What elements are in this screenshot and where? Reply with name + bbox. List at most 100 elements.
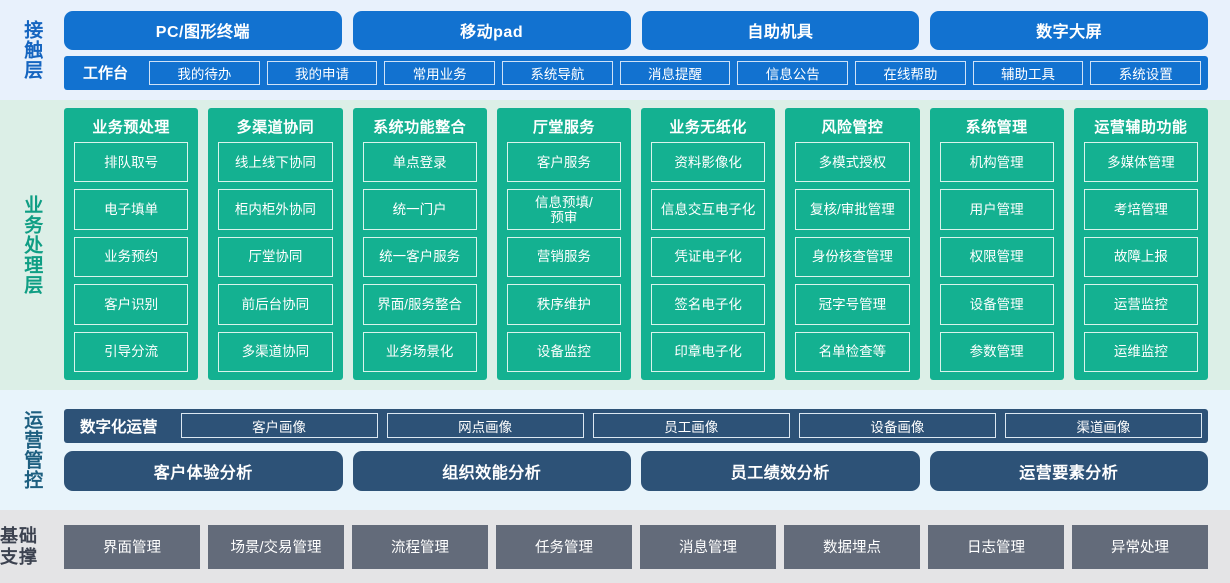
business-item[interactable]: 界面/服务整合 — [362, 284, 477, 325]
operations-layer-body: 数字化运营 客户画像 网点画像 员工画像 设备画像 渠道画像 客户体验分析 组织… — [62, 390, 1230, 510]
business-item[interactable]: 机构管理 — [939, 142, 1054, 183]
foundation-item-scenario-transaction-management[interactable]: 场景/交易管理 — [208, 524, 344, 569]
foundation-item-ui-management[interactable]: 界面管理 — [64, 524, 200, 569]
channel-item-mobile-pad[interactable]: 移动pad — [352, 10, 631, 50]
workbench-title: 工作台 — [83, 65, 129, 82]
business-item[interactable]: 排队取号 — [74, 142, 189, 183]
business-item[interactable]: 统一客户服务 — [362, 236, 477, 278]
digital-operations-title: 数字化运营 — [80, 418, 158, 436]
business-item[interactable]: 多模式授权 — [795, 142, 910, 183]
contact-layer-body: PC/图形终端 移动pad 自助机具 数字大屏 工作台 我的待办 我的申请 常用… — [62, 0, 1230, 100]
business-column-operation-support: 运营辅助功能 多媒体管理 考培管理 故障上报 运营监控 运维监控 — [1073, 108, 1208, 380]
business-item[interactable]: 冠字号管理 — [795, 284, 910, 325]
business-item[interactable]: 信息交互电子化 — [651, 189, 766, 230]
foundation-item-data-tracking[interactable]: 数据埋点 — [784, 524, 920, 569]
foundation-item-message-management[interactable]: 消息管理 — [640, 524, 776, 569]
business-column-items: 客户服务 信息预填/ 预审 营销服务 秩序维护 设备监控 — [506, 142, 621, 373]
business-item[interactable]: 厅堂协同 — [218, 236, 333, 278]
portrait-item-device[interactable]: 设备画像 — [798, 413, 996, 438]
business-item[interactable]: 资料影像化 — [651, 142, 766, 183]
business-item[interactable]: 运维监控 — [1083, 331, 1198, 373]
business-column-system-integration: 系统功能整合 单点登录 统一门户 统一客户服务 界面/服务整合 业务场景化 — [352, 108, 487, 380]
channel-item-digital-screen[interactable]: 数字大屏 — [930, 10, 1208, 50]
digital-operations-row: 数字化运营 客户画像 网点画像 员工画像 设备画像 渠道画像 — [64, 408, 1208, 443]
business-item[interactable]: 电子填单 — [74, 189, 189, 230]
business-item[interactable]: 设备监控 — [506, 331, 621, 373]
business-item[interactable]: 多媒体管理 — [1083, 142, 1198, 183]
business-item[interactable]: 设备管理 — [939, 284, 1054, 325]
channel-item-self-service[interactable]: 自助机具 — [641, 10, 920, 50]
business-item[interactable]: 运营监控 — [1083, 284, 1198, 325]
channel-row: PC/图形终端 移动pad 自助机具 数字大屏 — [64, 10, 1208, 50]
business-item[interactable]: 营销服务 — [506, 236, 621, 278]
business-item[interactable]: 客户服务 — [506, 142, 621, 183]
toolbar-item-message-reminder[interactable]: 消息提醒 — [619, 60, 731, 85]
business-item[interactable]: 线上线下协同 — [218, 142, 333, 183]
toolbar-item-system-settings[interactable]: 系统设置 — [1090, 60, 1202, 85]
business-item[interactable]: 权限管理 — [939, 236, 1054, 278]
business-item[interactable]: 前后台协同 — [218, 284, 333, 325]
business-item[interactable]: 引导分流 — [74, 331, 189, 373]
toolbar-item-auxiliary-tools[interactable]: 辅助工具 — [972, 60, 1084, 85]
business-column-paperless: 业务无纸化 资料影像化 信息交互电子化 凭证电子化 签名电子化 印章电子化 — [641, 108, 776, 380]
foundation-item-exception-handling[interactable]: 异常处理 — [1072, 524, 1208, 569]
business-item[interactable]: 签名电子化 — [651, 284, 766, 325]
business-item[interactable]: 客户识别 — [74, 284, 189, 325]
toolbar-item-system-navigation[interactable]: 系统导航 — [502, 60, 613, 85]
business-item[interactable]: 业务预约 — [74, 236, 189, 278]
business-column-system-management: 系统管理 机构管理 用户管理 权限管理 设备管理 参数管理 — [929, 108, 1064, 380]
business-item[interactable]: 业务场景化 — [362, 331, 477, 373]
foundation-item-process-management[interactable]: 流程管理 — [352, 524, 488, 569]
business-item[interactable]: 柜内柜外协同 — [218, 189, 333, 230]
business-column-multichannel: 多渠道协同 线上线下协同 柜内柜外协同 厅堂协同 前后台协同 多渠道协同 — [208, 108, 343, 380]
portrait-item-branch[interactable]: 网点画像 — [386, 413, 584, 438]
business-column-items: 排队取号 电子填单 业务预约 客户识别 引导分流 — [74, 142, 189, 373]
foundation-layer-body: 界面管理 场景/交易管理 流程管理 任务管理 消息管理 数据埋点 日志管理 异常… — [62, 510, 1230, 583]
business-item[interactable]: 单点登录 — [362, 142, 477, 183]
foundation-item-log-management[interactable]: 日志管理 — [928, 524, 1064, 569]
business-item[interactable]: 参数管理 — [939, 331, 1054, 373]
business-item[interactable]: 凭证电子化 — [651, 236, 766, 278]
analysis-item-organization-efficiency[interactable]: 组织效能分析 — [352, 450, 631, 491]
toolbar-item-my-todo[interactable]: 我的待办 — [149, 60, 260, 85]
business-item[interactable]: 秩序维护 — [506, 284, 621, 325]
business-item[interactable]: 用户管理 — [939, 189, 1054, 230]
operations-layer: 运营管控 数字化运营 客户画像 网点画像 员工画像 设备画像 渠道画像 客户体验… — [0, 390, 1230, 510]
business-item[interactable]: 统一门户 — [362, 189, 477, 230]
business-layer-label: 业务处理层 — [21, 195, 43, 295]
analysis-item-customer-experience[interactable]: 客户体验分析 — [64, 450, 343, 491]
portrait-item-channel[interactable]: 渠道画像 — [1004, 413, 1202, 438]
business-item[interactable]: 信息预填/ 预审 — [506, 189, 621, 230]
business-item[interactable]: 多渠道协同 — [218, 331, 333, 373]
business-column-title: 业务预处理 — [92, 119, 170, 136]
analysis-item-employee-performance[interactable]: 员工绩效分析 — [641, 450, 920, 491]
contact-layer: 接触层 PC/图形终端 移动pad 自助机具 数字大屏 工作台 我的待办 我的申… — [0, 0, 1230, 100]
toolbar-item-info-announcement[interactable]: 信息公告 — [737, 60, 849, 85]
analysis-item-operation-factors[interactable]: 运营要素分析 — [929, 450, 1208, 491]
business-column-title: 系统管理 — [965, 119, 1028, 136]
business-column-items: 多媒体管理 考培管理 故障上报 运营监控 运维监控 — [1083, 142, 1198, 373]
toolbar-item-online-help[interactable]: 在线帮助 — [855, 60, 966, 85]
toolbar-item-common-business[interactable]: 常用业务 — [384, 60, 496, 85]
business-item[interactable]: 名单检查等 — [795, 331, 910, 373]
toolbar-item-my-application[interactable]: 我的申请 — [266, 60, 378, 85]
business-column-title: 厅堂服务 — [532, 119, 595, 136]
business-item[interactable]: 故障上报 — [1083, 236, 1198, 278]
business-item[interactable]: 身份核查管理 — [795, 236, 910, 278]
business-item[interactable]: 考培管理 — [1083, 189, 1198, 230]
business-item[interactable]: 复核/审批管理 — [795, 189, 910, 230]
business-column-lobby-service: 厅堂服务 客户服务 信息预填/ 预审 营销服务 秩序维护 设备监控 — [496, 108, 631, 380]
foundation-item-task-management[interactable]: 任务管理 — [496, 524, 632, 569]
business-layer: 业务处理层 业务预处理 排队取号 电子填单 业务预约 客户识别 引导分流 多渠道… — [0, 100, 1230, 390]
portrait-item-customer[interactable]: 客户画像 — [180, 413, 378, 438]
portrait-item-employee[interactable]: 员工画像 — [592, 413, 790, 438]
foundation-layer: 基础 支撑 界面管理 场景/交易管理 流程管理 任务管理 消息管理 数据埋点 日… — [0, 510, 1230, 583]
business-column-items: 资料影像化 信息交互电子化 凭证电子化 签名电子化 印章电子化 — [651, 142, 766, 373]
business-item[interactable]: 印章电子化 — [651, 331, 766, 373]
contact-layer-label: 接触层 — [21, 20, 43, 80]
channel-item-pc[interactable]: PC/图形终端 — [64, 10, 342, 50]
business-column-preprocessing: 业务预处理 排队取号 电子填单 业务预约 客户识别 引导分流 — [64, 108, 199, 380]
business-column-title: 多渠道协同 — [236, 119, 315, 136]
workbench-toolbar: 工作台 我的待办 我的申请 常用业务 系统导航 消息提醒 信息公告 在线帮助 辅… — [64, 55, 1208, 90]
